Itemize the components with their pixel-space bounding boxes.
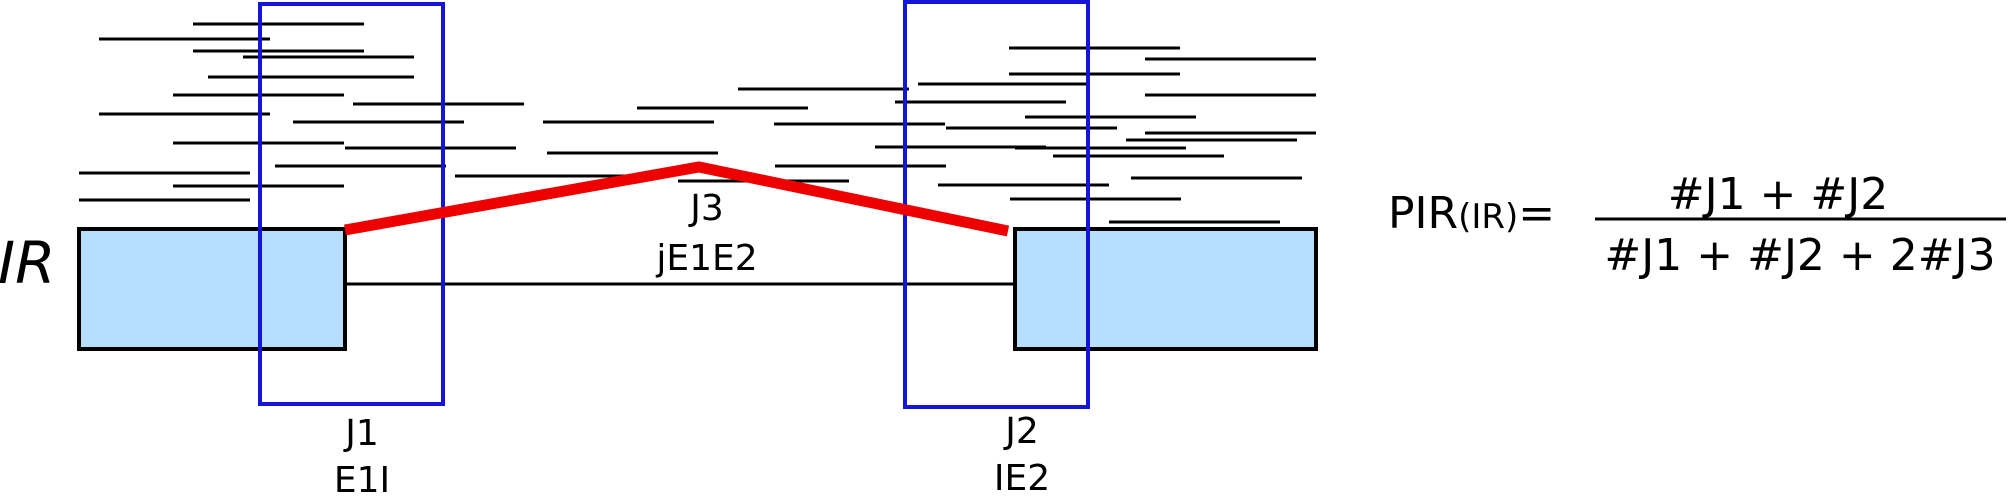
pir-formula: PIR(IR)= #J1 + #J2 #J1 + #J2 + 2#J3 <box>1388 169 2006 281</box>
j3-label: J3 <box>688 188 724 229</box>
j3-sublabel: jE1E2 <box>655 238 757 279</box>
junction-read-j3 <box>344 161 1010 237</box>
junction-box-j1 <box>258 2 445 406</box>
exon-left <box>77 227 347 351</box>
formula-lhs: PIR(IR)= <box>1388 188 1555 239</box>
exon-right <box>1013 227 1318 351</box>
j1-sublabel: E1I <box>334 460 390 496</box>
region-label: IR <box>0 229 55 297</box>
formula-equals: = <box>1518 188 1555 239</box>
formula-denominator: #J1 + #J2 + 2#J3 <box>1604 230 1995 281</box>
formula-numerator: #J1 + #J2 <box>1668 169 1889 220</box>
j2-sublabel: IE2 <box>994 458 1050 496</box>
j1-label: J1 <box>343 413 379 454</box>
formula-lhs-name: PIR <box>1388 188 1458 239</box>
formula-lhs-arg: (IR) <box>1458 197 1518 237</box>
j2-label: J2 <box>1003 411 1039 452</box>
